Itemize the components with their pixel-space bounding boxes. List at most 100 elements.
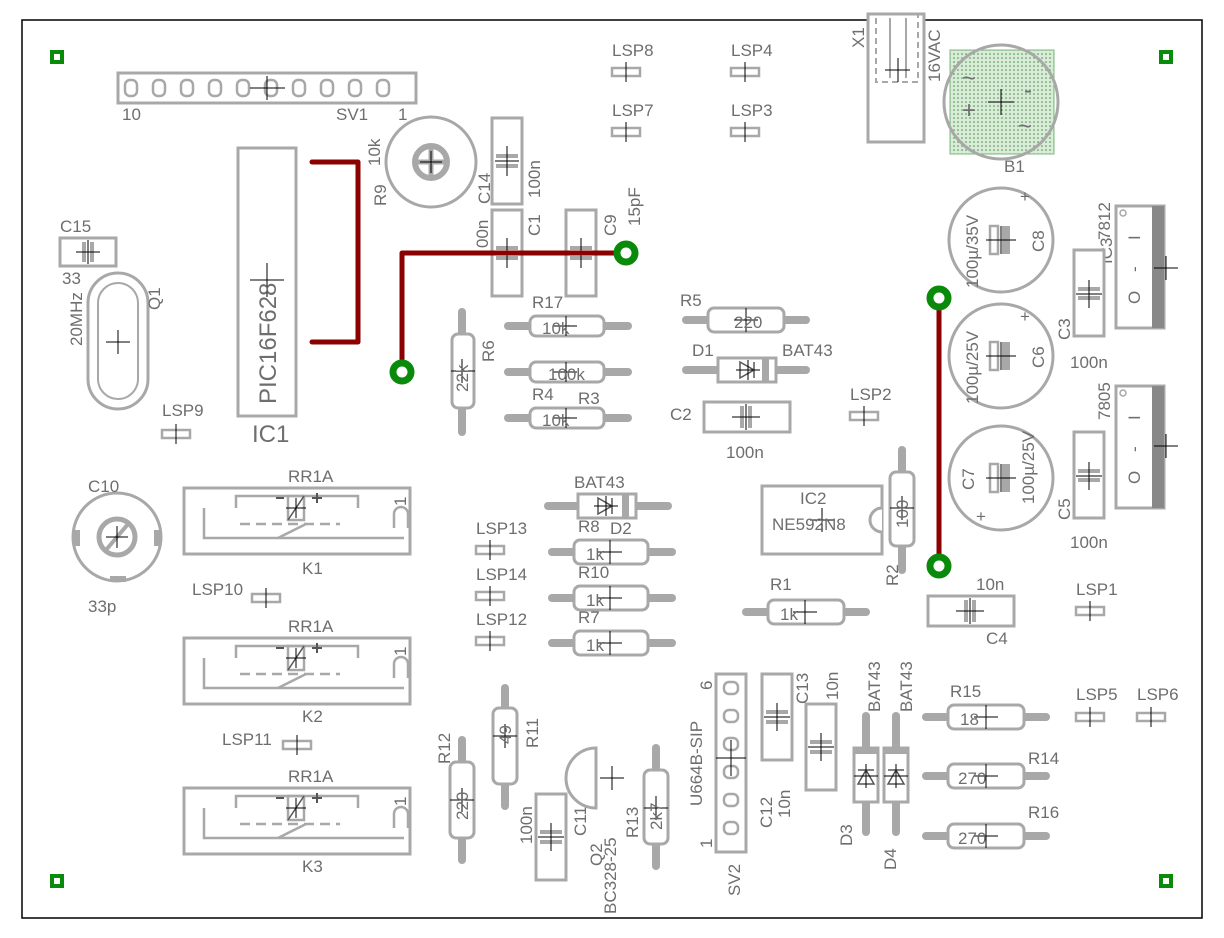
r2-label: R2 — [883, 564, 902, 586]
c12-capacitor: C12 10n — [757, 672, 794, 828]
lsp11-label: LSP11 — [222, 730, 272, 749]
lsp9-label: LSP9 — [162, 401, 204, 420]
c9-value: 15pF — [625, 187, 644, 226]
r13-label: R13 — [623, 807, 642, 838]
r8-value: 1k — [586, 545, 604, 564]
c12-label: C12 — [757, 797, 776, 828]
d2-label: D2 — [610, 519, 632, 538]
c2-label: C2 — [670, 405, 692, 424]
r14-value: 270 — [958, 769, 986, 788]
r5-value: 220 — [734, 313, 762, 332]
c11-value: 100n — [517, 806, 536, 844]
r15-label: R15 — [950, 682, 981, 701]
sv2-value: U664B-SIP — [687, 721, 706, 806]
sv1-pin1-label: 1 — [398, 105, 407, 124]
lsp5-label: LSP5 — [1076, 685, 1118, 704]
sv2-pin6-label: 6 — [697, 681, 716, 690]
ic1-chip: PIC16F628 IC1 — [236, 146, 298, 448]
c7-label: C7 — [959, 468, 978, 490]
r14-label: R14 — [1028, 749, 1059, 768]
board-outline — [21, 19, 1203, 919]
lsp13-label: LSP13 — [476, 519, 527, 538]
resistors-horizontal — [504, 306, 1050, 850]
c6-value: 100µ/25V — [963, 330, 982, 404]
ic4-value: 7805 — [1095, 382, 1114, 420]
q2-value: BC328-25 — [601, 837, 620, 914]
r11-label: R11 — [523, 718, 542, 748]
r16-label: R16 — [1028, 803, 1059, 822]
d2-value: BAT43 — [574, 473, 625, 492]
c3-capacitor: C3 100n — [1055, 248, 1108, 372]
c8-plus: + — [1020, 187, 1030, 206]
lsp6-label: LSP6 — [1137, 685, 1179, 704]
ic4-regulator: I - O 7805 — [1095, 382, 1178, 510]
c14-value: 100n — [525, 160, 544, 198]
ic3-regulator: I - O 7812 IC3 — [1095, 202, 1178, 330]
b1-rectifier: ~ ~ + - B1 — [942, 43, 1060, 176]
c8-label: C8 — [1029, 230, 1048, 252]
r10-label: R10 — [578, 563, 609, 582]
relay-k3: 1 RR1A K3 — [182, 767, 412, 876]
q1-crystal: Q1 20MHz — [67, 271, 164, 411]
c1-value: 00n — [473, 220, 492, 248]
r9-value: 10k — [365, 138, 384, 166]
c13-label: C13 — [793, 673, 812, 704]
d4-diode: BAT43 D4 — [881, 661, 916, 870]
c9-capacitor: C9 15pF — [564, 187, 644, 298]
c2-capacitor: C2 100n — [670, 400, 792, 462]
c13-capacitor: C13 10n — [793, 672, 842, 792]
ic3-pin-o: O — [1125, 291, 1144, 304]
q1-label: Q1 — [145, 287, 164, 310]
resistors-vertical — [448, 308, 916, 870]
r9-label: R9 — [371, 184, 390, 206]
r12-label: R12 — [435, 733, 454, 764]
sv2-label: SV2 — [725, 864, 744, 896]
r17-value: 10k — [542, 319, 570, 338]
ic4-pin-i: I — [1125, 415, 1144, 420]
c7-value: 100µ/25V — [1019, 430, 1038, 504]
traces — [309, 159, 952, 579]
k1-type: RR1A — [288, 467, 334, 486]
d4-value: BAT43 — [897, 661, 916, 712]
r8-label: R8 — [578, 517, 600, 536]
r9-trimmer: R9 10k — [365, 115, 478, 209]
lsp4-label: LSP4 — [731, 41, 773, 60]
c15-label: C15 — [60, 217, 91, 236]
b1-label: B1 — [1004, 157, 1025, 176]
d1-value: BAT43 — [782, 341, 833, 360]
k3-type: RR1A — [288, 767, 334, 786]
r13-value: 2k7 — [647, 803, 666, 830]
d3-label: D3 — [837, 824, 856, 846]
k2-label: K2 — [302, 707, 323, 726]
c7-electrolytic: + C7 100µ/25V — [947, 424, 1055, 532]
r7-label: R7 — [578, 608, 600, 627]
b1-minus: - — [1024, 77, 1032, 104]
ic4-pin-o: O — [1125, 471, 1144, 484]
r17-label: R17 — [532, 293, 563, 312]
relay-k2: 1 RR1A K2 — [182, 617, 412, 726]
lsp1-label: LSP1 — [1076, 580, 1118, 599]
lsp8-label: LSP8 — [612, 41, 654, 60]
r7-value: 1k — [586, 636, 604, 655]
sv1-pin10-label: 10 — [122, 105, 141, 124]
sv2-header: 6 1 U664B-SIP SV2 — [687, 672, 748, 896]
ic2-chip: IC2 NE592N8 — [760, 484, 884, 556]
r2-value: 100 — [893, 500, 912, 528]
r3-value: 10k — [542, 411, 570, 430]
x1-value: 16VAC — [925, 29, 944, 82]
lsp14-label: LSP14 — [476, 565, 527, 584]
b1-tilde-2: ~ — [1018, 113, 1032, 140]
r1-label: R1 — [770, 575, 792, 594]
ic2-label: IC2 — [800, 489, 826, 508]
r10-value: 1k — [586, 591, 604, 610]
d3-value: BAT43 — [865, 661, 884, 712]
c5-label: C5 — [1055, 498, 1074, 520]
c7-plus: + — [976, 507, 986, 526]
k1-pin-label: 1 — [391, 497, 410, 506]
d1-diode: D1 BAT43 — [682, 341, 833, 384]
d1-label: D1 — [692, 341, 714, 360]
r12-value: 220 — [453, 792, 472, 820]
sv1-header: 10 SV1 1 — [116, 71, 418, 124]
r3-label: R3 — [578, 389, 600, 408]
c1-label: C1 — [525, 214, 544, 236]
